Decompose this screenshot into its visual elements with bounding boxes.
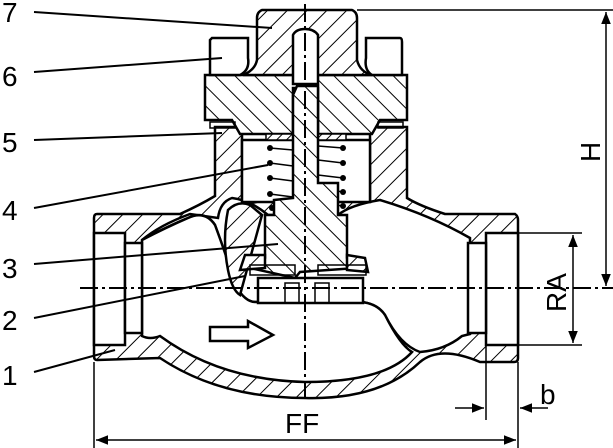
nut-part-6 — [208, 36, 404, 77]
seat-part-2 — [238, 253, 370, 305]
dimension-label-h: H — [575, 142, 606, 162]
part-label-3: 3 — [2, 253, 18, 284]
leader-lines — [33, 11, 279, 373]
dimension-label-ff: FF — [285, 408, 319, 439]
part-label-2: 2 — [2, 305, 18, 336]
part-label-5: 5 — [2, 127, 18, 158]
disc-part-3 — [246, 84, 360, 280]
dimension-label-b: b — [540, 379, 556, 410]
part-label-4: 4 — [2, 195, 18, 226]
dimension-label-ra: RA — [541, 273, 572, 312]
gasket-part-5 — [209, 121, 236, 129]
part-label-6: 6 — [2, 61, 18, 92]
part-label-7: 7 — [2, 0, 18, 28]
flow-direction-arrow — [208, 318, 276, 351]
dimension-lines — [93, 9, 613, 448]
part-label-1: 1 — [2, 360, 18, 391]
